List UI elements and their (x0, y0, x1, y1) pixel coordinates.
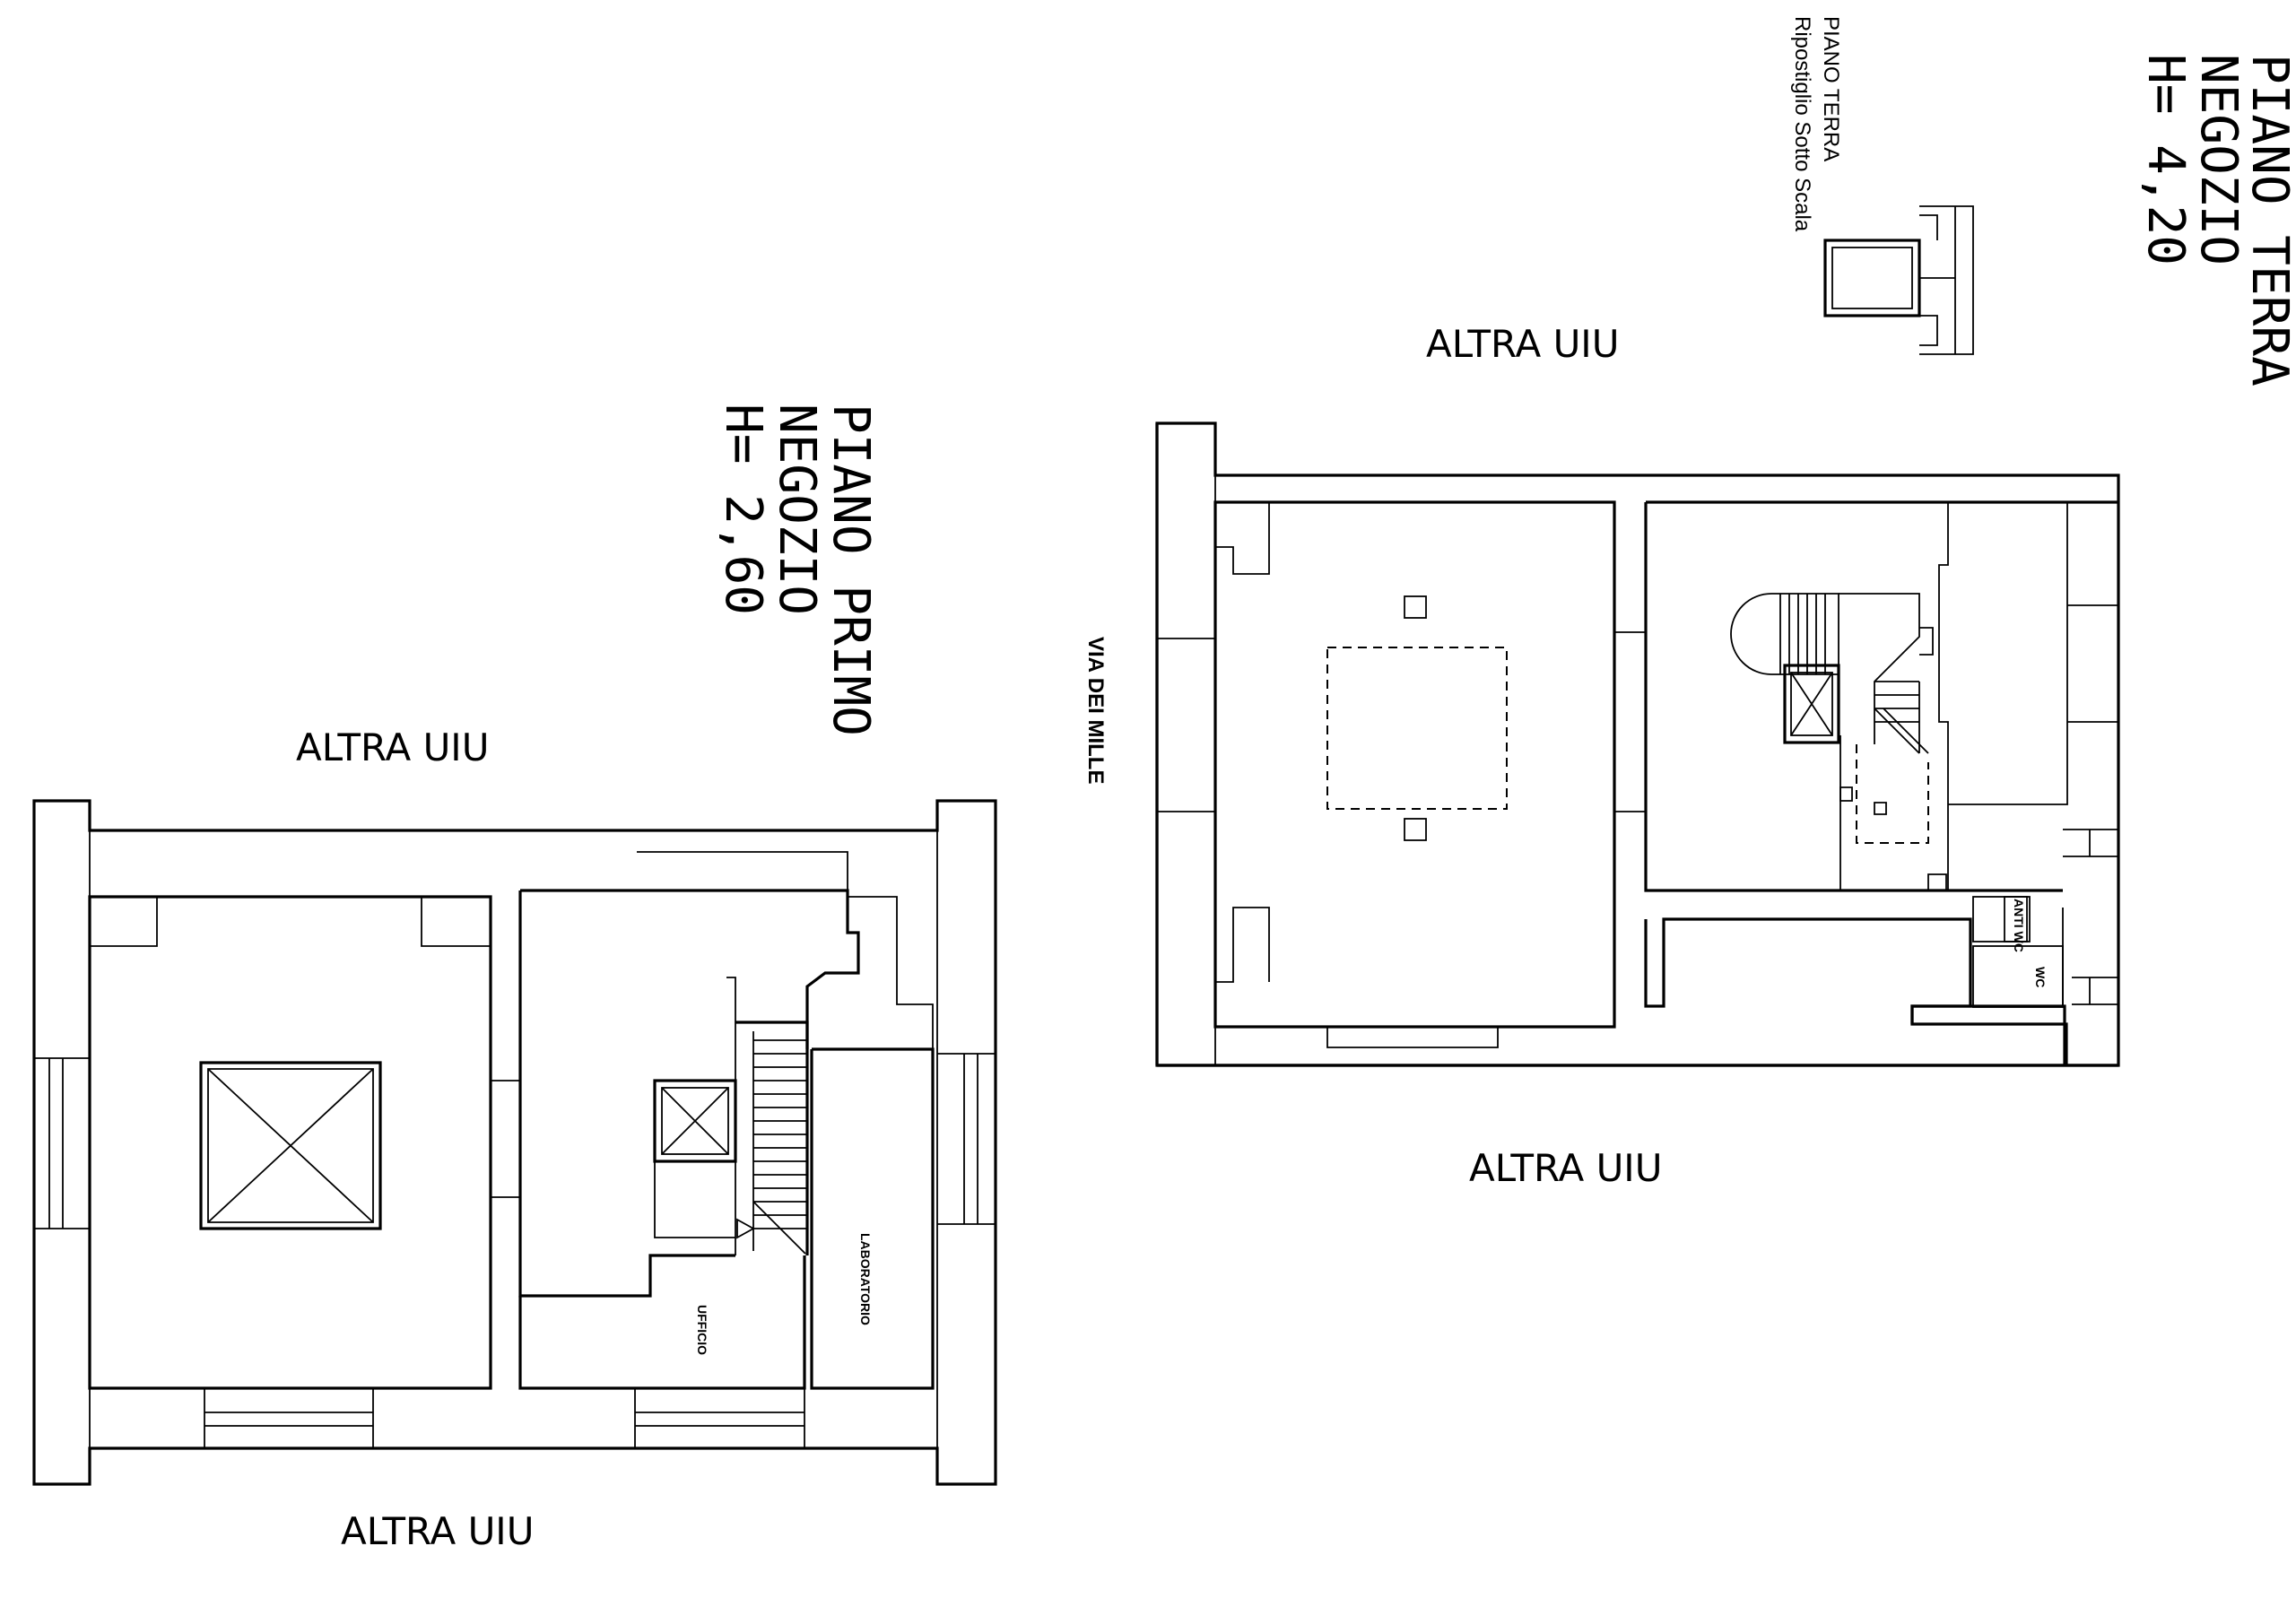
room-label-laboratorio: LABORATORIO (858, 1233, 873, 1325)
ground-floor-neighbor-top: ALTRA UIU (1426, 322, 1619, 366)
first-floor-neighbor-bottom: ALTRA UIU (341, 1509, 534, 1553)
understairs-storage-inset: PIANO TERRA Ripostiglio Sotto Scala (1790, 16, 1974, 355)
ground-floor-use: NEGOZIO (2189, 54, 2248, 265)
inset-caption: Ripostiglio Sotto Scala (1790, 16, 1814, 232)
ground-floor-title: PIANO TERRA (2240, 54, 2296, 387)
ground-floor-neighbor-bottom: ALTRA UIU (1469, 1146, 1662, 1190)
first-floor-height: H= 2,60 (714, 404, 772, 615)
room-label-wc: WC (2033, 967, 2048, 987)
first-floor-use: NEGOZIO (768, 404, 826, 615)
first-floor-plan: UFFICIO LABORATORIO (32, 799, 997, 1486)
inset-title: PIANO TERRA (1819, 16, 1843, 161)
ground-floor-height: H= 4,20 (2136, 54, 2195, 265)
street-label: VIA DEI MILLE (1083, 637, 1108, 784)
room-label-ufficio: UFFICIO (695, 1305, 709, 1355)
first-floor-neighbor-top: ALTRA UIU (296, 725, 489, 769)
room-label-anti-wc: ANTI WC (2012, 899, 2026, 952)
ground-floor-plan: ANTI WC WC (1155, 421, 2120, 1067)
first-floor-title: PIANO PRIMO (822, 404, 880, 736)
